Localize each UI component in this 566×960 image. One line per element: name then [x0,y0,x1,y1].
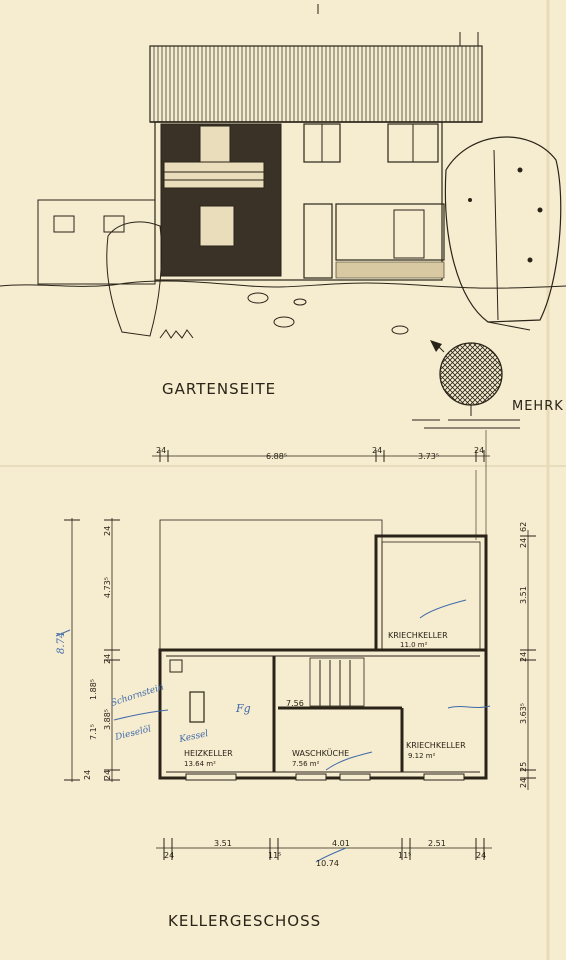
room-name: KRIECHKELLER [406,741,466,750]
room-labels: KRIECHKELLER 11.0 m² HEIZKELLER 13.64 m²… [184,631,466,768]
svg-text:24: 24 [372,446,382,455]
room-area: 7.56 m² [292,760,320,768]
left-dimensions: 24 4.73⁵ 24 3.88⁵ 24 1.88⁵ 7.1⁵ 24 8.74 [56,526,112,780]
svg-text:7.56: 7.56 [286,699,304,708]
svg-text:24: 24 [519,652,528,662]
garden-elevation [0,32,566,339]
svg-text:11⁵: 11⁵ [398,851,411,860]
top-dimensions: 24 6.88⁵ 24 3.73⁵ 24 [156,446,484,461]
svg-text:7.1⁵: 7.1⁵ [89,724,98,740]
svg-text:3.51: 3.51 [519,586,528,604]
svg-text:4.73⁵: 4.73⁵ [103,577,112,598]
neighbor-label: MEHRK [512,399,564,414]
svg-text:Schornstein: Schornstein [110,682,165,708]
svg-text:24: 24 [519,778,528,788]
room-area: 9.12 m² [408,752,436,760]
svg-text:6.88⁵: 6.88⁵ [266,452,287,461]
room-area: 13.64 m² [184,760,216,768]
svg-text:10.74: 10.74 [316,859,339,868]
svg-text:2.51: 2.51 [428,839,446,848]
svg-text:24: 24 [156,446,166,455]
svg-text:Dieselöl: Dieselöl [113,724,152,743]
svg-text:24: 24 [164,851,174,860]
plan-title: KELLERGESCHOSS [168,912,321,930]
north-arrow-symbol [412,340,520,429]
room-name: WASCHKÜCHE [292,748,349,758]
svg-text:24: 24 [474,446,484,455]
svg-text:4.01: 4.01 [332,839,350,848]
svg-text:24: 24 [103,654,112,664]
basement-plan [64,430,536,860]
svg-text:24: 24 [519,538,528,548]
room-name: KRIECHKELLER [388,631,448,640]
elevation-title: GARTENSEITE [162,380,276,398]
svg-text:24: 24 [103,526,112,536]
right-dimensions: 24 62 3.51 24 3.63⁵ 25 24 [519,522,528,788]
svg-text:25: 25 [519,762,528,772]
svg-text:62: 62 [519,522,528,532]
handwritten-notes: Fg Schornstein Dieselöl Kessel [110,682,251,745]
svg-text:8.74: 8.74 [56,632,67,654]
svg-text:Kessel: Kessel [178,729,210,745]
svg-text:Fg: Fg [235,702,251,715]
svg-text:3.63⁵: 3.63⁵ [519,703,528,724]
svg-text:1.88⁵: 1.88⁵ [89,679,98,700]
svg-text:3.51: 3.51 [214,839,232,848]
svg-text:11⁵: 11⁵ [268,851,281,860]
svg-text:24: 24 [103,770,112,780]
svg-text:3.73⁵: 3.73⁵ [418,452,439,461]
room-name: HEIZKELLER [184,749,233,758]
svg-text:24: 24 [83,770,92,780]
bottom-dimensions: 24 3.51 11⁵ 4.01 11⁵ 2.51 24 10.74 7.56 [164,699,486,868]
pen-annotations [55,599,491,863]
svg-text:3.88⁵: 3.88⁵ [103,709,112,730]
svg-text:24: 24 [476,851,486,860]
room-area: 11.0 m² [400,641,428,649]
